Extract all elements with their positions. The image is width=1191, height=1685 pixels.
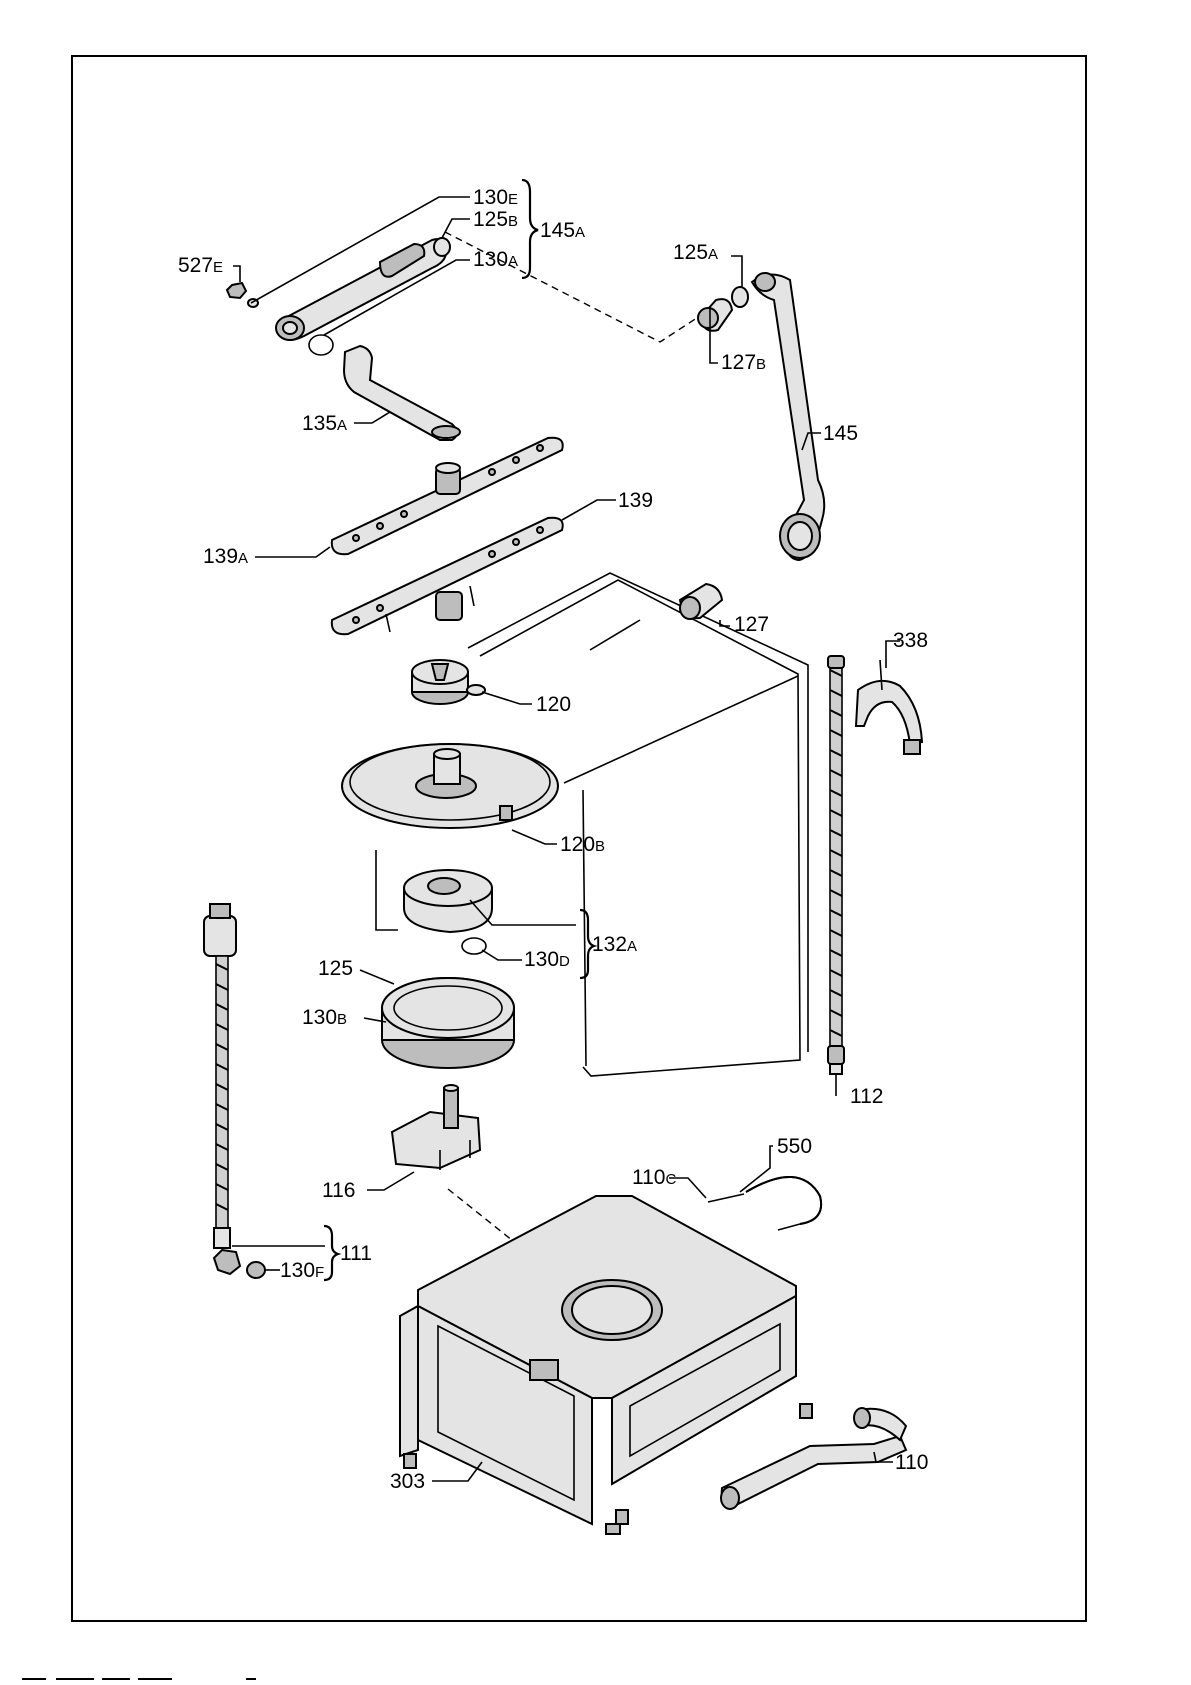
label-338: 338 [893, 629, 928, 652]
hose-111-part [204, 904, 265, 1278]
label-130A: 130A [473, 248, 518, 271]
label-527E: 527E [178, 254, 223, 277]
hose-112-part [828, 656, 844, 1074]
label-130D: 130D [524, 948, 570, 971]
label-550: 550 [777, 1135, 812, 1158]
label-111: 111 [340, 1242, 372, 1265]
supply-pipe-145-part [752, 273, 824, 560]
label-303: 303 [390, 1470, 425, 1493]
seal-125A-part [732, 287, 748, 307]
brace-111 [324, 1226, 338, 1280]
label-132A: 132A [592, 933, 637, 956]
label-125: 125 [318, 957, 353, 980]
bracket-338-part [856, 660, 922, 754]
filter-120-part [412, 660, 485, 704]
label-127: 127 [734, 613, 769, 636]
label-127B: 127B [721, 351, 766, 374]
label-130F: 130F [280, 1259, 324, 1282]
brace-145A [522, 180, 538, 278]
filter-plate-120B-part [342, 744, 558, 828]
label-125B: 125B [473, 208, 518, 231]
footer-scan-marks [0, 1673, 1191, 1685]
seal-125B-part [434, 238, 450, 256]
label-139A: 139A [203, 545, 248, 568]
label-130E: 130E [473, 186, 518, 209]
pump-116-part [392, 1085, 480, 1170]
coupling-127-part [680, 584, 722, 619]
sump-132A-part [404, 870, 492, 954]
label-145: 145 [823, 422, 858, 445]
seal-130A-part [309, 335, 333, 355]
label-120: 120 [536, 693, 571, 716]
label-125A: 125A [673, 241, 718, 264]
coupling-127B-part [698, 299, 732, 331]
drain-pipe-110-part [721, 1408, 906, 1509]
upper-spray-arm-part [276, 239, 446, 340]
ring-125-part [382, 978, 514, 1068]
label-120B: 120B [560, 833, 605, 856]
hose-550-part [708, 1177, 821, 1230]
label-139: 139 [618, 489, 653, 512]
conduit-135A-part [344, 346, 460, 440]
label-110: 110 [895, 1451, 928, 1474]
label-145A: 145A [540, 219, 585, 242]
label-112: 112 [850, 1085, 883, 1108]
label-116: 116 [322, 1179, 355, 1202]
label-130B: 130B [302, 1006, 347, 1029]
label-110C: 110C [632, 1166, 676, 1189]
label-135A: 135A [302, 412, 347, 435]
nut-527E-part [227, 283, 258, 307]
